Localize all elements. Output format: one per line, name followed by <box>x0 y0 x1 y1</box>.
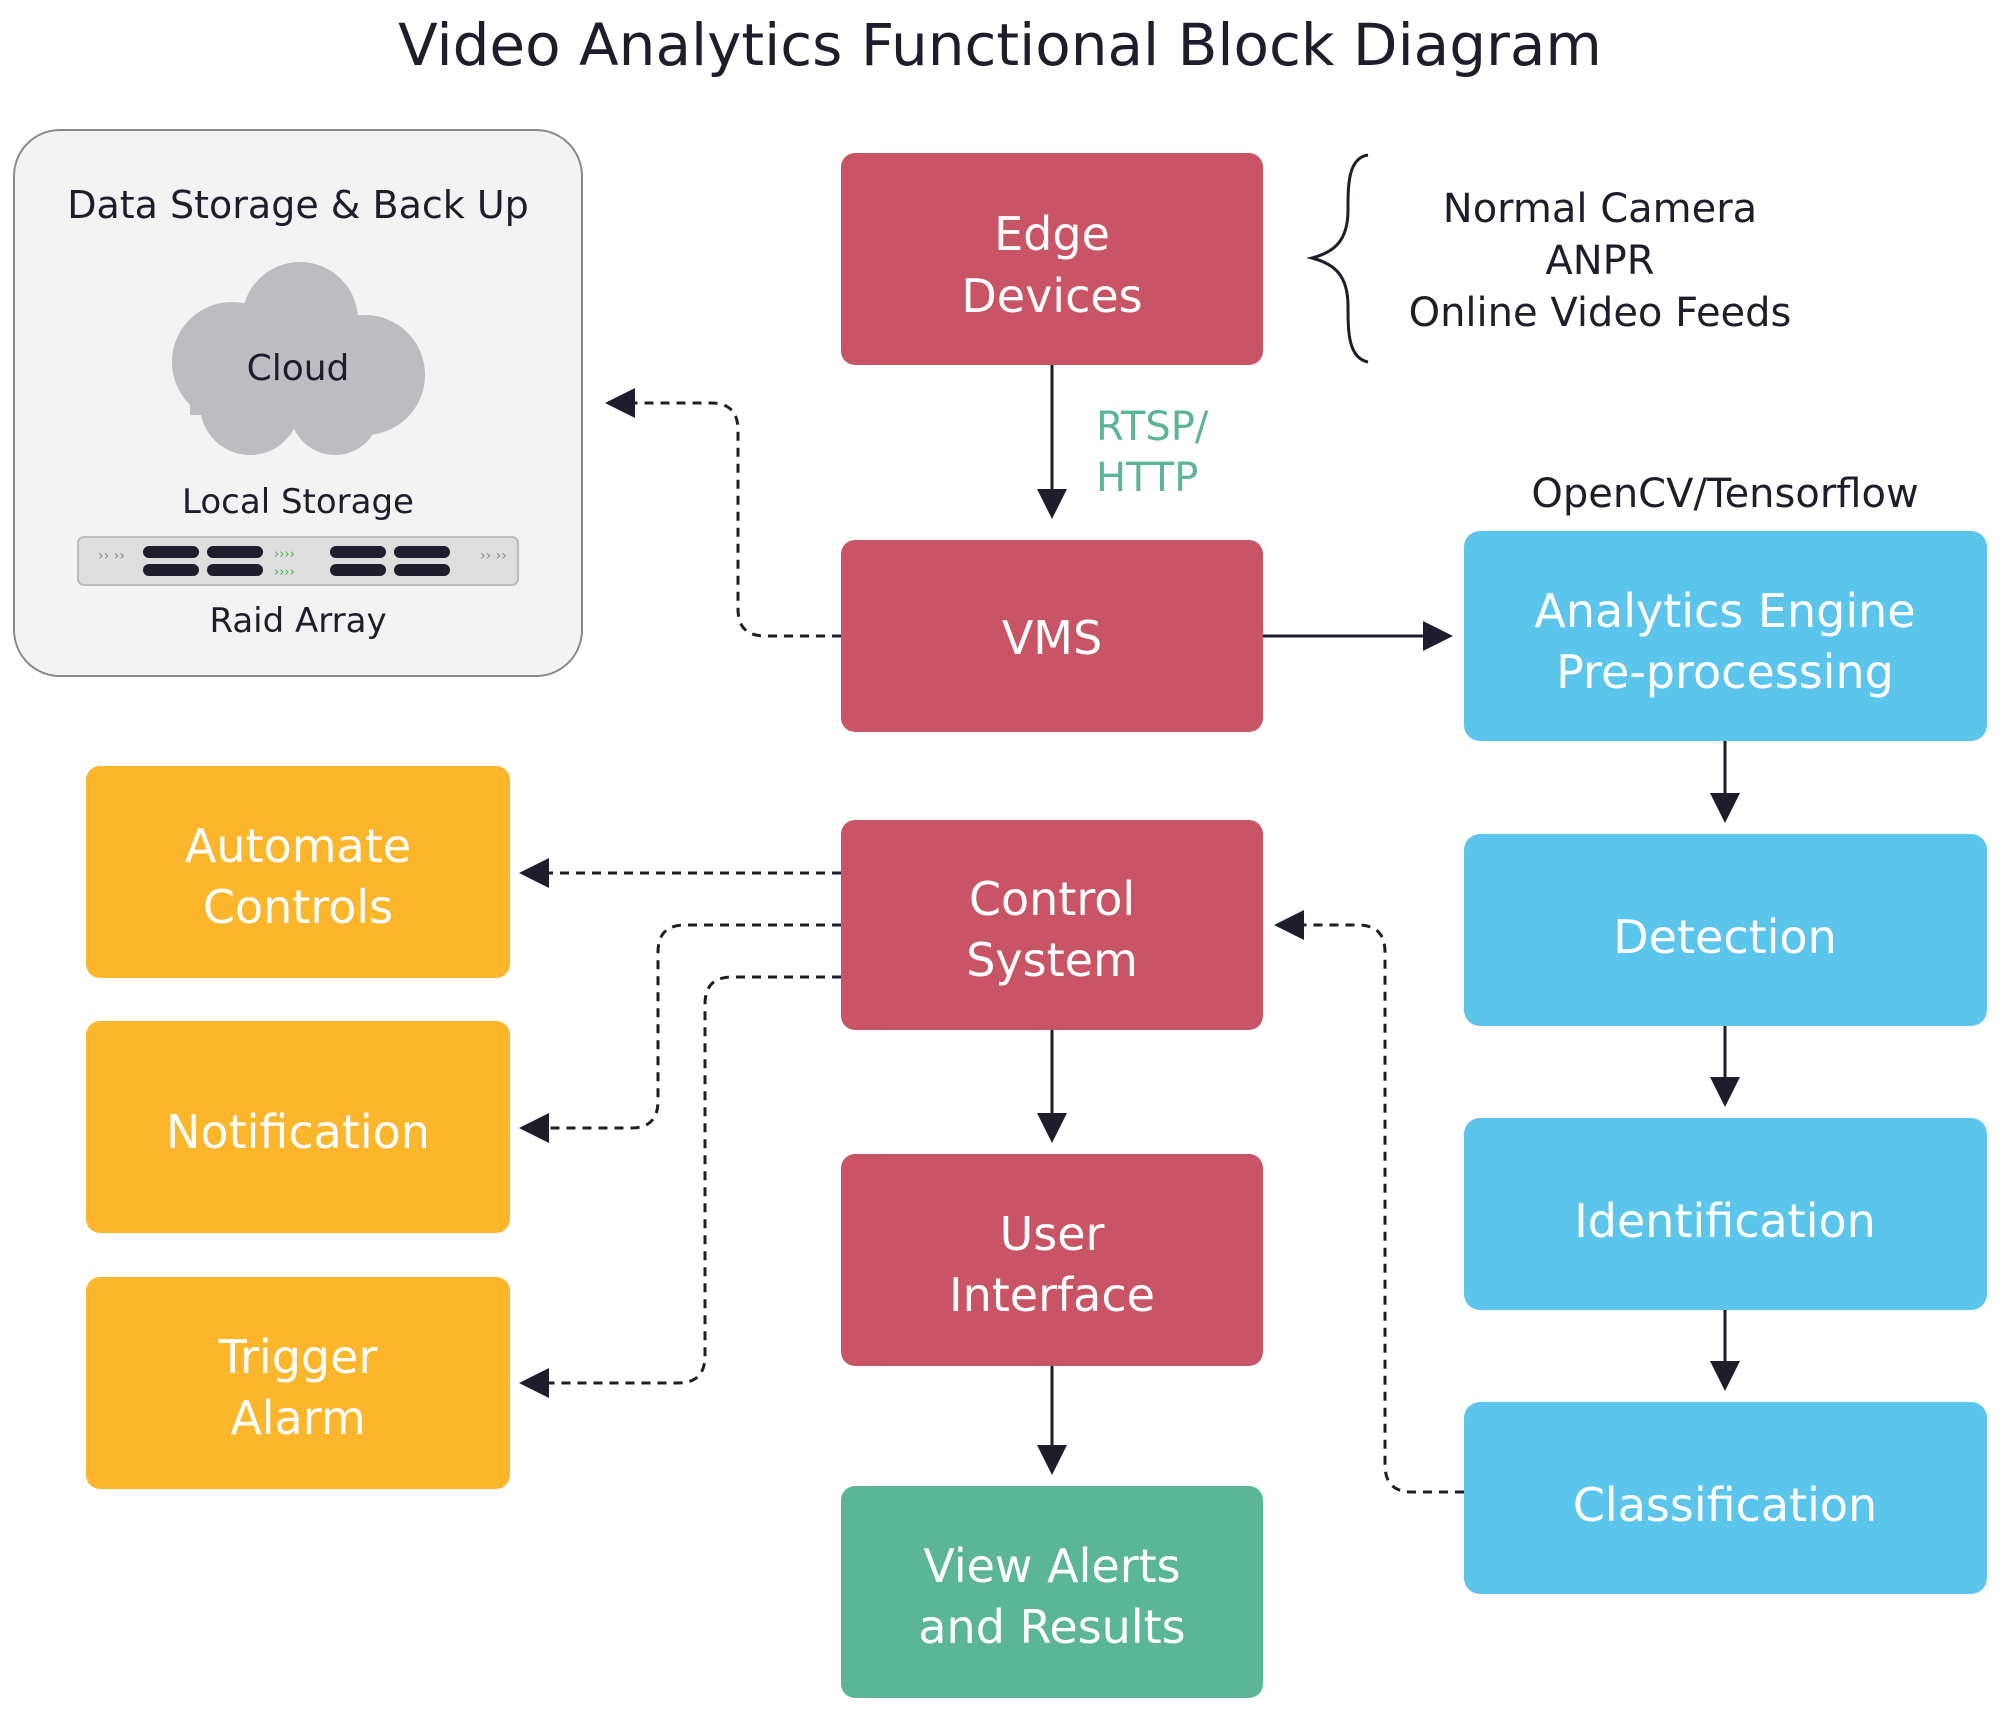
storage-panel: Data Storage & Back Up Cloud Local Stora… <box>13 129 583 677</box>
trigger-alarm-label-1: Trigger <box>218 1330 378 1384</box>
view-alerts-label-1: View Alerts <box>923 1539 1180 1593</box>
analytics-engine-block: Analytics Engine Pre-processing <box>1464 531 1987 741</box>
automate-controls-label-2: Controls <box>203 880 393 934</box>
detection-label: Detection <box>1613 910 1836 964</box>
analytics-engine-label-2: Pre-processing <box>1556 645 1894 699</box>
notification-label: Notification <box>166 1105 430 1159</box>
classification-block: Classification <box>1464 1402 1987 1594</box>
user-interface-block: User Interface <box>841 1154 1263 1366</box>
classification-label: Classification <box>1573 1478 1877 1532</box>
edge-devices-label-1: Edge <box>994 207 1110 261</box>
vms-label: VMS <box>1002 611 1102 665</box>
diagram-title: Video Analytics Functional Block Diagram <box>398 11 1602 79</box>
sources-brace <box>1306 153 1369 364</box>
edge-devices-label-2: Devices <box>961 269 1142 323</box>
source-normal-camera: Normal Camera <box>1443 186 1757 232</box>
identification-label: Identification <box>1574 1194 1876 1248</box>
vms-to-storage-arrow <box>605 388 841 638</box>
protocol-label-2: HTTP <box>1096 455 1198 501</box>
framework-label: OpenCV/Tensorflow <box>1531 471 1918 517</box>
cloud-icon <box>172 262 425 455</box>
identification-block: Identification <box>1464 1118 1987 1310</box>
notification-block: Notification <box>86 1021 510 1233</box>
control-to-notification-arrow <box>519 923 841 1143</box>
protocol-label-1: RTSP/ <box>1096 404 1209 450</box>
classification-to-control-arrow <box>1274 910 1464 1494</box>
analytics-engine-label-1: Analytics Engine <box>1534 584 1915 638</box>
raid-array-icon: ›› ›› ›› ›› ›››› ›››› <box>77 536 519 586</box>
control-system-block: Control System <box>841 820 1263 1030</box>
source-anpr: ANPR <box>1545 238 1654 284</box>
svg-text:››››: ›››› <box>274 547 295 562</box>
svg-text:›› ››: ›› ›› <box>480 548 507 564</box>
local-storage-label: Local Storage <box>182 482 414 522</box>
trigger-alarm-block: Trigger Alarm <box>86 1277 510 1489</box>
user-interface-label-1: User <box>1000 1207 1105 1261</box>
svg-text:›› ››: ›› ›› <box>98 548 125 564</box>
automate-controls-label-1: Automate <box>185 819 411 873</box>
view-alerts-label-2: and Results <box>918 1600 1185 1654</box>
view-alerts-block: View Alerts and Results <box>841 1486 1263 1698</box>
raid-array-label: Raid Array <box>209 601 386 641</box>
detection-block: Detection <box>1464 834 1987 1026</box>
control-system-label-2: System <box>966 933 1138 987</box>
source-online-video-feeds: Online Video Feeds <box>1409 290 1792 336</box>
storage-title: Data Storage & Back Up <box>67 183 529 227</box>
svg-text:››››: ›››› <box>274 565 295 580</box>
control-to-trigger-arrow <box>519 975 841 1398</box>
vms-block: VMS <box>841 540 1263 732</box>
edge-devices-block: Edge Devices <box>841 153 1263 365</box>
cloud-label: Cloud <box>247 348 350 389</box>
automate-controls-block: Automate Controls <box>86 766 510 978</box>
user-interface-label-2: Interface <box>949 1268 1155 1322</box>
trigger-alarm-label-2: Alarm <box>230 1391 365 1445</box>
control-system-label-1: Control <box>969 872 1135 926</box>
